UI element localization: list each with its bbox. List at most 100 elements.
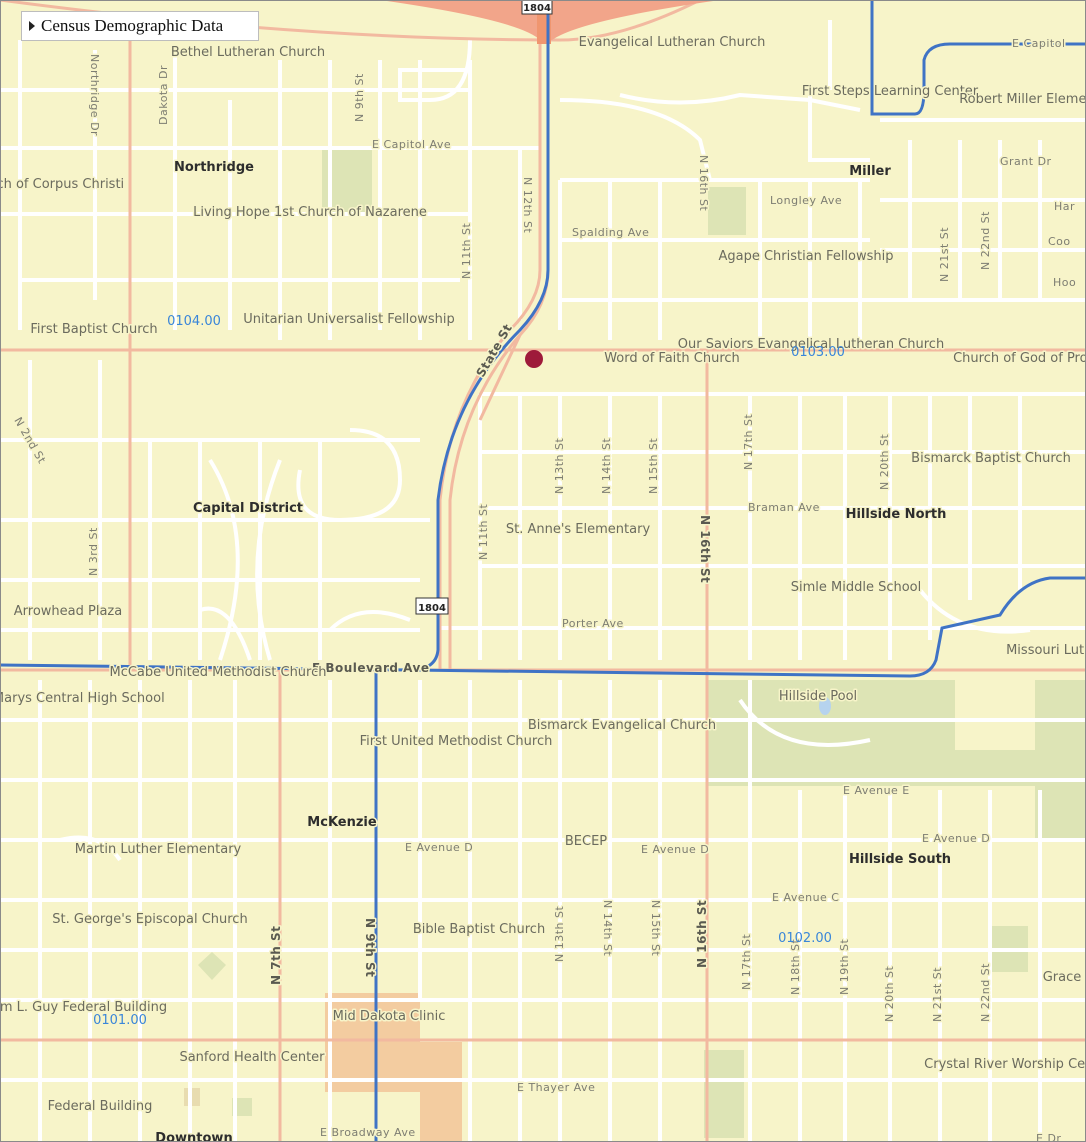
street-label: E Dr — [1036, 1132, 1061, 1142]
street-label: N 12th St — [521, 177, 534, 233]
street-label: N 15th St — [649, 900, 662, 956]
shield-label: 1804 — [418, 603, 446, 614]
place-label: Mid Dakota Clinic — [333, 1009, 446, 1024]
street-label: E Avenue D — [405, 841, 473, 854]
layer-toggle-label: Census Demographic Data — [41, 16, 224, 35]
street-label: E Broadway Ave — [320, 1126, 416, 1139]
street-label: Porter Ave — [562, 617, 624, 630]
place-label: St. George's Episcopal Church — [52, 912, 247, 927]
district-label: McKenzie — [307, 815, 377, 830]
district-label: Miller — [849, 164, 891, 179]
triangle-right-icon — [29, 21, 35, 31]
street-label: N 9th St — [363, 918, 377, 977]
street-label: N 15th St — [647, 438, 660, 494]
district-labels: Northridge Miller Capital District Hills… — [154, 159, 953, 1142]
district-label: Downtown — [155, 1131, 232, 1142]
street-label: N 14th St — [600, 438, 613, 494]
street-label: N 11th St — [460, 223, 473, 279]
place-label: Federal Building — [48, 1099, 153, 1114]
tract-label: 0104.00 — [167, 314, 221, 329]
place-label: Evangelical Lutheran Church — [579, 35, 766, 50]
route-shield-top: 1804 — [521, 0, 553, 15]
street-label: N 13th St — [553, 438, 566, 494]
street-label: N 3rd St — [87, 527, 100, 576]
place-label: Grace — [1043, 970, 1082, 985]
street-label: N 16th St — [697, 155, 710, 211]
place-label: Bismarck Baptist Church — [911, 451, 1071, 466]
place-label: Robert Miller Elementary — [959, 92, 1086, 107]
street-label: N 21st St — [938, 227, 951, 282]
street-label-boulevard: E Boulevard Ave — [312, 661, 430, 675]
place-label: BECEP — [565, 834, 607, 849]
census-layer-toggle[interactable]: Census Demographic Data — [21, 11, 259, 41]
place-label: Missouri Lutheran — [1006, 643, 1086, 658]
street-label: N 18th St — [789, 939, 802, 995]
place-label: Hillside Pool — [779, 689, 857, 704]
place-label: St. Anne's Elementary — [506, 522, 651, 537]
street-label: N 20th St — [878, 434, 891, 490]
place-labels: Bethel Lutheran Church Evangelical Luthe… — [0, 34, 1086, 1116]
street-label: Dakota Dr — [157, 65, 170, 125]
local-streets — [0, 20, 1086, 1142]
street-label: E Avenue D — [641, 843, 709, 856]
place-label: First Baptist Church — [30, 322, 157, 337]
street-label: N 9th St — [353, 73, 366, 122]
street-label: N 22nd St — [979, 211, 992, 270]
shield-label: 1804 — [523, 3, 551, 14]
location-marker[interactable] — [525, 350, 543, 368]
street-label: Northridge Dr — [88, 54, 101, 136]
place-label: William L. Guy Federal Building — [0, 1000, 167, 1015]
tract-label: 0102.00 — [778, 931, 832, 946]
street-label: Longley Ave — [770, 194, 842, 207]
place-label: Bible Baptist Church — [413, 922, 545, 937]
route-shield-mid: 1804 — [415, 597, 449, 615]
street-label: N 21st St — [931, 967, 944, 1022]
hospital-area — [325, 993, 462, 1142]
street-label: N 13th St — [553, 906, 566, 962]
street-label: N 16th St — [698, 515, 712, 583]
street-label: N 20th St — [883, 966, 896, 1022]
street-label: E Avenue C — [772, 891, 840, 904]
place-label: Our Saviors Evangelical Lutheran Church — [678, 337, 944, 352]
street-label: Spalding Ave — [572, 226, 649, 239]
place-label: First Steps Learning Center — [802, 84, 979, 99]
street-label: N 17th St — [740, 934, 753, 990]
street-label: E Capitol — [1012, 37, 1066, 50]
street-label: N 19th St — [838, 939, 851, 995]
street-label: Grant Dr — [1000, 155, 1052, 168]
tract-label: 0101.00 — [93, 1013, 147, 1028]
place-label: Simle Middle School — [791, 580, 922, 595]
place-label: Church of God of Prophecy — [953, 351, 1086, 366]
street-label: N 17th St — [742, 414, 755, 470]
district-label: Hillside South — [849, 852, 951, 867]
street-label: Coo — [1048, 235, 1071, 248]
tract-label: 0103.00 — [791, 345, 845, 360]
place-label: Church of Corpus Christi — [0, 177, 124, 192]
district-label: Northridge — [174, 160, 254, 175]
street-label: E Thayer Ave — [517, 1081, 595, 1094]
street-label: Hoo — [1053, 276, 1076, 289]
place-label: Martin Luther Elementary — [75, 842, 242, 857]
place-label: Unitarian Universalist Fellowship — [243, 312, 455, 327]
place-label: Living Hope 1st Church of Nazarene — [193, 205, 427, 220]
street-label: E Avenue E — [843, 784, 910, 797]
place-label: McCabe United Methodist Church — [109, 665, 326, 680]
street-label: Har — [1054, 200, 1075, 213]
district-label: Hillside North — [846, 507, 947, 522]
place-label: Sanford Health Center — [179, 1050, 325, 1065]
street-label: N 16th St — [695, 900, 709, 968]
place-label: Bethel Lutheran Church — [171, 45, 325, 60]
place-label: First United Methodist Church — [360, 734, 553, 749]
street-label: E Avenue D — [922, 832, 990, 845]
place-label: Word of Faith Church — [604, 351, 740, 366]
place-label: St. Marys Central High School — [0, 691, 165, 706]
street-labels-vertical: Northridge Dr Dakota Dr N 2nd St N 3rd S… — [10, 53, 994, 1024]
street-label: N 7th St — [269, 926, 283, 985]
street-label: N 22nd St — [979, 963, 992, 1022]
place-label: Arrowhead Plaza — [14, 604, 122, 619]
street-label: E Capitol Ave — [372, 138, 451, 151]
street-label: Braman Ave — [748, 501, 820, 514]
